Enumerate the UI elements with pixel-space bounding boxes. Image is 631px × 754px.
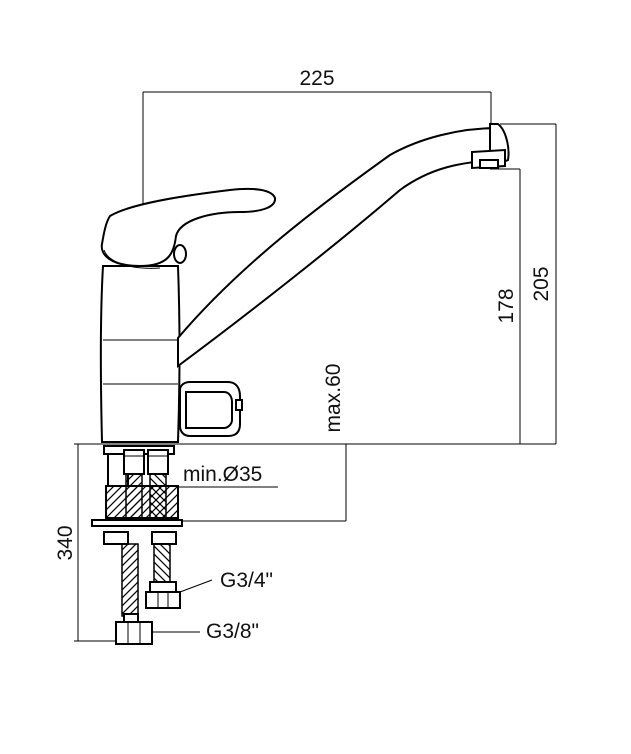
- min-hole-label: min.Ø35: [183, 463, 262, 486]
- g38-label: G3/8": [206, 620, 259, 643]
- dimension-hose-length: 340: [54, 444, 120, 642]
- dimension-outlet-height: 178: [490, 168, 521, 444]
- dimension-min-hole: min.Ø35: [176, 463, 278, 488]
- hose-length-label: 340: [54, 525, 77, 560]
- fitting-g34: G3/4": [145, 569, 273, 609]
- total-height-label: 205: [530, 266, 553, 301]
- g34-label: G3/4": [220, 569, 273, 592]
- max-deck-label: max.60: [322, 364, 345, 433]
- faucet-body: [99, 265, 181, 443]
- spout-reach-label: 225: [299, 67, 334, 90]
- diverter-knob: [179, 381, 243, 437]
- lever-handle: [100, 187, 276, 269]
- spout: [177, 123, 510, 368]
- outlet-height-label: 178: [495, 288, 518, 323]
- hose-upper-section: [123, 449, 169, 521]
- dimension-spout-reach: 225: [142, 67, 492, 208]
- flexible-hoses: [103, 531, 177, 617]
- fitting-g38: G3/8": [115, 613, 259, 645]
- dimension-max-deck: max.60: [178, 364, 347, 522]
- dimension-total-height: 205: [500, 123, 557, 444]
